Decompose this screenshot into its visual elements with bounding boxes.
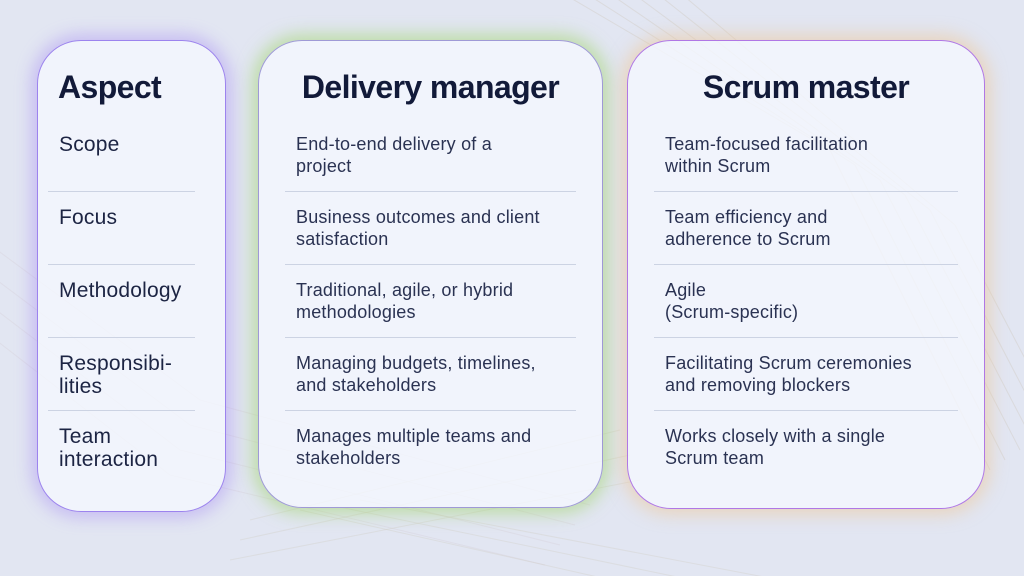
scrum-master-row-methodology: Agile (Scrum-specific) — [654, 265, 958, 338]
delivery-manager-cell: Managing budgets, timelines, and stakeho… — [296, 353, 536, 395]
scrum-master-cell: Facilitating Scrum ceremonies and removi… — [665, 353, 912, 395]
aspect-row-label: Scope — [59, 133, 120, 156]
scrum-master-row-responsibilities: Facilitating Scrum ceremonies and removi… — [654, 338, 958, 411]
aspect-row-scope: Scope — [48, 119, 195, 192]
aspect-row-team-interaction: Team interaction — [48, 411, 195, 483]
aspect-row-methodology: Methodology — [48, 265, 195, 338]
scrum-master-card: Scrum master Team-focused facilitation w… — [627, 40, 985, 509]
delivery-manager-row-methodology: Traditional, agile, or hybrid methodolog… — [285, 265, 576, 338]
delivery-manager-card-title: Delivery manager — [301, 69, 560, 105]
scrum-master-cell: Team-focused facilitation within Scrum — [665, 134, 869, 176]
scrum-master-row-focus: Team efficiency and adherence to Scrum — [654, 192, 958, 265]
delivery-manager-cell: End-to-end delivery of a project — [296, 134, 492, 176]
scrum-master-row-scope: Team-focused facilitation within Scrum — [654, 119, 958, 192]
aspect-card-title: Aspect — [58, 69, 162, 105]
scrum-master-card-title: Scrum master — [702, 69, 910, 105]
delivery-manager-row-scope: End-to-end delivery of a project — [285, 119, 576, 192]
aspect-row-label: Methodology — [59, 279, 182, 302]
delivery-manager-cell: Traditional, agile, or hybrid methodolog… — [296, 280, 514, 322]
aspect-row-label: Responsibi- lities — [59, 352, 173, 398]
scrum-master-cell: Team efficiency and adherence to Scrum — [665, 207, 831, 249]
scrum-master-rows: Team-focused facilitation within Scrum T… — [628, 119, 984, 483]
aspect-rows: Scope Focus Methodology Responsibi- liti… — [38, 119, 225, 483]
scrum-master-cell: Agile (Scrum-specific) — [665, 280, 799, 322]
delivery-manager-row-responsibilities: Managing budgets, timelines, and stakeho… — [285, 338, 576, 411]
delivery-manager-cell: Business outcomes and client satisfactio… — [296, 207, 540, 249]
delivery-manager-rows: End-to-end delivery of a project Busines… — [259, 119, 602, 483]
delivery-manager-row-focus: Business outcomes and client satisfactio… — [285, 192, 576, 265]
delivery-manager-card: Delivery manager End-to-end delivery of … — [258, 40, 603, 508]
aspect-row-responsibilities: Responsibi- lities — [48, 338, 195, 411]
delivery-manager-row-team-interaction: Manages multiple teams and stakeholders — [285, 411, 576, 483]
aspect-row-focus: Focus — [48, 192, 195, 265]
aspect-card: Aspect Scope Focus Methodology Responsib… — [37, 40, 226, 512]
aspect-row-label: Focus — [59, 206, 118, 229]
scrum-master-row-team-interaction: Works closely with a single Scrum team — [654, 411, 958, 483]
delivery-manager-cell: Manages multiple teams and stakeholders — [296, 426, 532, 468]
scrum-master-cell: Works closely with a single Scrum team — [665, 426, 886, 468]
aspect-row-label: Team interaction — [59, 425, 159, 471]
